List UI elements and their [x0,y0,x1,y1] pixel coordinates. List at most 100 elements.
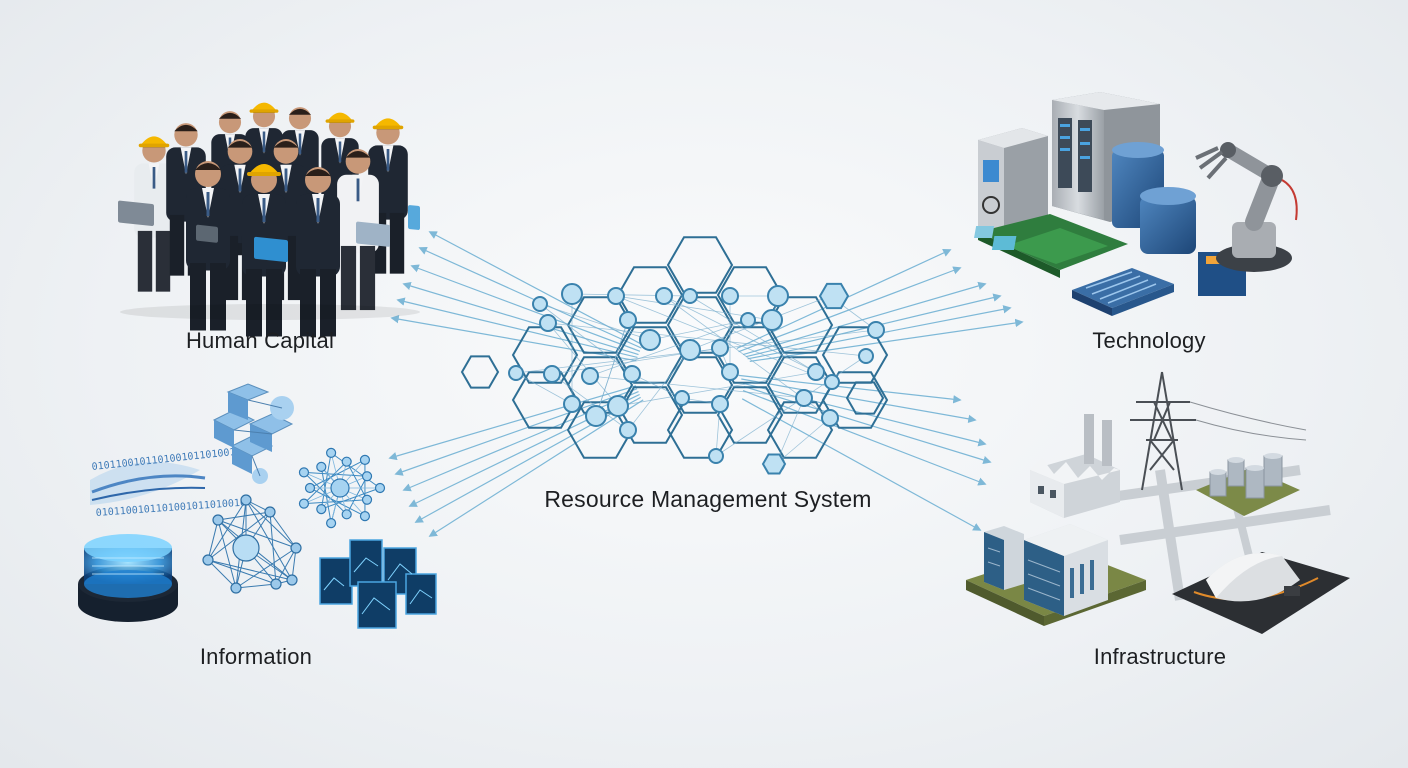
person-leg [320,269,336,337]
hard-hat-icon [327,112,353,122]
office-buildings-icon [966,524,1146,626]
graph-node [230,582,242,594]
graph-node [290,542,302,554]
person-leg [155,230,171,292]
network-edge [775,417,831,465]
globe-edge [320,452,332,510]
network-node [761,309,783,331]
hard-hat-brim [372,125,404,130]
graph-node [212,514,224,526]
network-node [821,409,839,427]
arrow-line [742,281,987,356]
storage-device-icon [1112,142,1196,254]
arrow-line [741,378,977,423]
network-node [539,314,557,332]
storage-tanks-icon [1196,453,1300,516]
network-node [824,374,840,390]
group-shadow [120,304,420,320]
network-edge [595,319,629,417]
person-hair [288,108,312,115]
person-hair [174,124,198,132]
tablet-icon [408,205,420,230]
binary-data-stream-icon: 0101100101101001011010010 01011001011010… [90,446,246,519]
server-tower-icon [978,128,1048,244]
network-edge [631,373,683,399]
network-globe-icon [298,447,386,529]
network-edge [547,322,619,407]
network-edge [775,397,805,465]
network-node [679,339,701,361]
person-leg [210,263,226,331]
person-leg [300,269,316,337]
infrastructure-label: Infrastructure [1093,644,1227,669]
hexagon-cell [666,356,734,414]
warehouse-icon [1172,552,1350,634]
hexagon-cell [766,356,834,414]
globe-edge [321,487,381,510]
network-edge [539,303,651,341]
arrow-line [738,374,962,404]
globe-node [330,478,350,498]
graph-node [240,494,252,506]
person-icon [337,149,379,311]
data-cubes-icon [212,383,294,484]
hard-hat-brim [247,172,281,176]
person-icon [296,167,340,337]
globe-node [359,511,371,522]
graph-edge [275,547,297,585]
tablet-icon [254,236,288,263]
globe-node [361,494,373,505]
network-node [561,283,583,305]
globe-node [298,498,310,509]
network-node [740,312,756,328]
globe-node [361,471,373,482]
human-capital-illustration [118,102,420,337]
network-node [721,287,739,305]
hexagon-node [818,282,850,310]
globe-edge [309,459,366,489]
network-node [607,287,625,305]
network-node [585,405,607,427]
person-body [296,194,340,277]
network-edge [515,372,573,405]
hard-hat-icon [251,102,277,112]
globe-edge [309,487,366,517]
globe-node [341,456,352,467]
person-icon [134,136,174,292]
robot-arm-icon [1195,142,1298,272]
technology-illustration [974,92,1298,316]
globe-edge [303,461,348,504]
globe-edge [303,471,368,477]
person-hair [218,112,242,119]
hexagon-cell [511,326,579,384]
network-node [674,390,690,406]
hard-hat-icon [249,164,279,174]
network-node [619,311,637,329]
person-leg [246,269,262,337]
tablet-icon [118,200,154,226]
hard-hat-brim [249,109,279,113]
arrow-line [741,398,982,531]
network-node [607,395,629,417]
person-hair [227,140,253,148]
graph-edge [207,559,237,589]
graph-edge [235,583,277,589]
arrow-line [743,385,992,465]
network-edge [589,319,749,377]
network-node [711,395,729,413]
arrow-line [742,389,987,486]
hard-hat-icon [374,118,402,128]
network-node [708,448,724,464]
graph-edge [207,511,271,561]
network-edge [547,322,867,357]
network-node [682,288,698,304]
network-node [767,285,789,307]
network-edge [627,349,691,431]
network-edge [715,355,867,457]
network-node [581,367,599,385]
hexagon-cell [666,236,734,294]
arrow-line [402,391,639,492]
globe-node [298,467,310,478]
network-node [655,287,673,305]
globe-node [341,509,352,520]
